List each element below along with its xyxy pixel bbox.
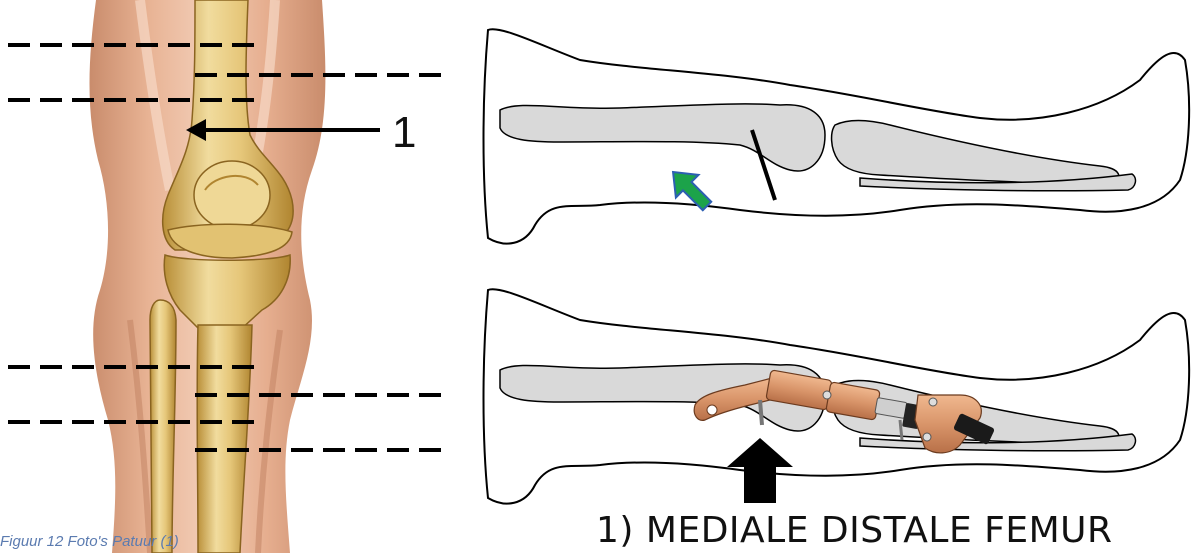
leg-diagram-top <box>484 29 1190 243</box>
patella-bone <box>194 161 270 229</box>
fibula-bone <box>150 300 176 553</box>
leg-diagram-bottom <box>484 289 1190 503</box>
diagram-caption: 1) MEDIALE DISTALE FEMUR <box>596 510 1113 551</box>
knee-illustration <box>8 0 445 553</box>
knee-label: 1 <box>392 108 416 158</box>
figure-caption: Figuur 12 Foto's Patuur (1) <box>0 533 179 550</box>
